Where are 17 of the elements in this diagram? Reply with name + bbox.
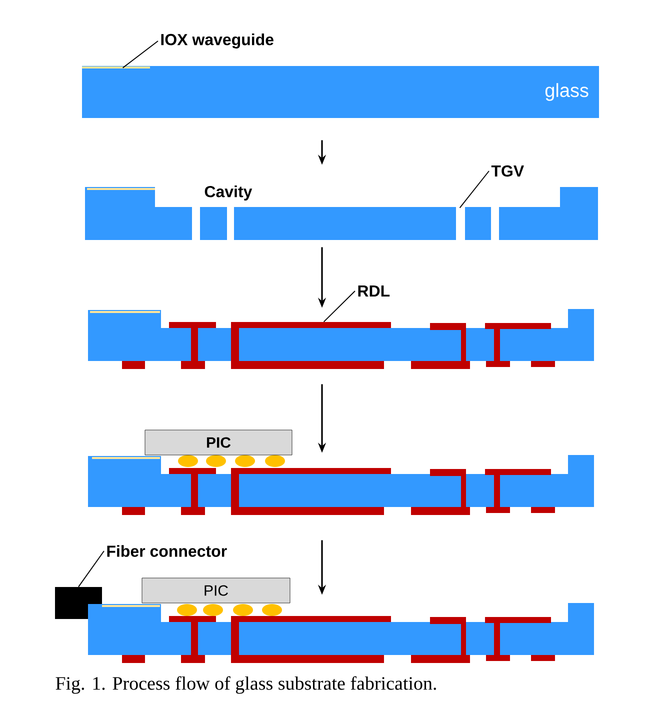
leader-line — [122, 40, 158, 68]
leader-line — [78, 550, 104, 588]
caption: Fig. 1. Process flow of glass substrate fabrication. — [56, 676, 436, 694]
leader-line — [323, 290, 356, 322]
chip-box: PIC — [142, 578, 290, 604]
leader-line — [459, 170, 490, 208]
part-label: IOX waveguide — [161, 34, 274, 48]
glass-substrate: glass — [82, 66, 599, 118]
part-label: TGV — [491, 165, 524, 177]
part-label: Fiber connector — [107, 545, 227, 557]
substrate-cross-section-drawing — [88, 603, 594, 663]
chip-box: PIC — [144, 430, 292, 456]
part-label: Cavity — [204, 186, 252, 200]
part-label: RDL — [358, 286, 390, 296]
substrate-cross-section-drawing — [88, 309, 594, 369]
substrate-cross-section-drawing — [88, 455, 594, 515]
substrate-cross-section-drawing — [85, 187, 598, 240]
